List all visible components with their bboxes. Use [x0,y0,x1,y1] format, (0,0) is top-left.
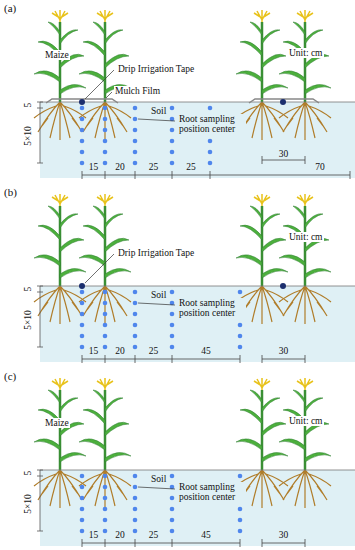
depth-label: 5×10 [23,125,33,147]
sampling-label: Root sampling position center [178,298,246,319]
plant-label: Maize [44,50,70,60]
dimension-label: 70 [314,162,326,172]
panel-letter: (b) [3,186,18,198]
film-label: Mulch Film [114,86,161,96]
panel-letter: (a) [3,2,17,14]
dimension-label: 20 [114,346,126,356]
depth-label: 5 [23,470,33,477]
unit-note: Unit: cm [288,416,324,426]
unit-note: Unit: cm [288,232,324,242]
dimension-label: 20 [114,530,126,540]
plant-label: Maize [44,418,70,428]
dimension-label: 30 [278,530,290,540]
dimension-label: 25 [185,162,197,172]
dimension-label: 45 [200,530,212,540]
depth-label: 5×10 [23,493,33,515]
dimension-label: 25 [148,530,160,540]
dimension-label: 45 [200,346,212,356]
dimension-label: 30 [278,346,290,356]
dimension-label: 25 [148,346,160,356]
depth-label: 5×10 [23,309,33,331]
sampling-label: Root sampling position center [178,482,246,503]
dimension-label: 15 [88,346,100,356]
unit-note: Unit: cm [288,48,324,58]
panel-letter: (c) [3,370,17,382]
dimension-label: 25 [148,162,160,172]
tape-label: Drip Irrigation Tape [117,248,195,258]
soil-label: Soil [150,290,167,300]
dimension-label: 15 [88,162,100,172]
soil-label: Soil [150,474,167,484]
soil-label: Soil [150,106,167,116]
dimension-label: 30 [278,149,290,159]
depth-label: 5 [23,286,33,293]
tape-label: Drip Irrigation Tape [117,64,195,74]
depth-label: 5 [23,102,33,109]
dimension-label: 20 [114,162,126,172]
dimension-label: 15 [88,530,100,540]
sampling-label: Root sampling position center [178,114,246,135]
